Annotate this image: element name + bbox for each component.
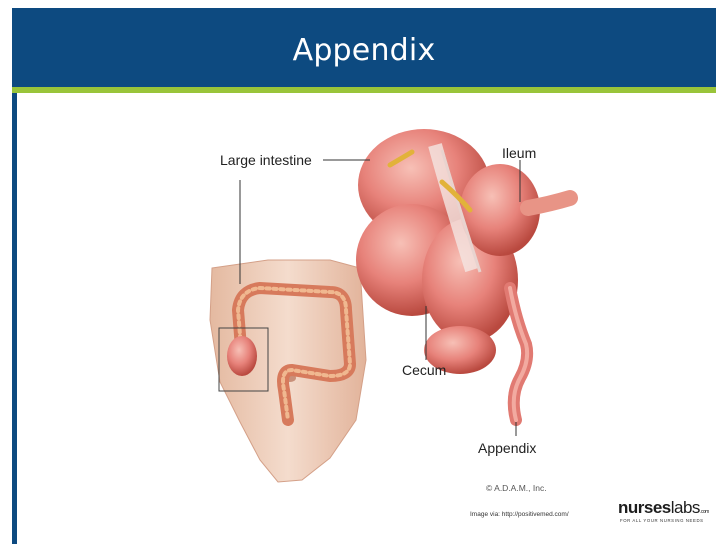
title-bar: Appendix bbox=[12, 8, 716, 87]
logo-wordmark: nurseslabs.com bbox=[618, 498, 709, 518]
nurseslabs-logo: nurseslabs.com FOR ALL YOUR NURSING NEED… bbox=[618, 498, 708, 528]
label-ileum: Ileum bbox=[502, 145, 536, 161]
accent-line bbox=[12, 87, 716, 93]
left-accent-bar bbox=[12, 93, 17, 544]
logo-tagline: FOR ALL YOUR NURSING NEEDS bbox=[620, 518, 704, 523]
logo-bold: nurses bbox=[618, 498, 671, 517]
appendix-drawing bbox=[510, 288, 527, 420]
logo-thin: labs bbox=[671, 498, 700, 517]
label-cecum: Cecum bbox=[402, 362, 446, 378]
copyright-text: © A.D.A.M., Inc. bbox=[486, 483, 547, 493]
cecum-enlarged-drawing bbox=[356, 129, 540, 374]
ileum-drawing bbox=[528, 198, 570, 208]
image-source-text: Image via: http://positivemed.com/ bbox=[470, 511, 569, 518]
label-large-intestine: Large intestine bbox=[220, 152, 312, 168]
label-appendix: Appendix bbox=[478, 440, 536, 456]
slide-title: Appendix bbox=[12, 8, 716, 87]
logo-suffix: .com bbox=[700, 509, 709, 515]
